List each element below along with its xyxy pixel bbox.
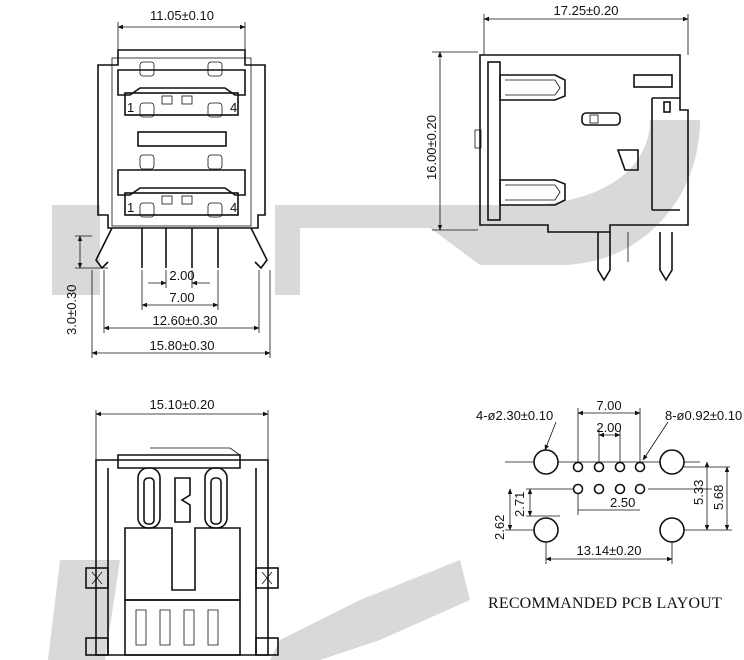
watermark-logo	[48, 120, 700, 660]
pcb-dim-row-offset: 2.71	[512, 492, 527, 517]
dim-pin-length: 3.0±0.30	[64, 284, 79, 335]
pcb-dim-outer-pin-span: 7.00	[596, 398, 621, 413]
pcb-dim-total-height: 5.68	[711, 485, 726, 510]
dim-side-depth: 17.25±0.20	[554, 3, 619, 18]
dim-outer-pin-span: 7.00	[169, 290, 194, 305]
dim-front-top-width: 11.05±0.10	[150, 8, 214, 23]
front-view: 11.05±0.10 1 4 1 4	[64, 8, 271, 358]
side-view: 17.25±0.20 16.00±0.20	[424, 3, 689, 282]
pcb-dim-mount-hole-span: 13.14±0.20	[577, 543, 642, 558]
pcb-dim-row-pitch: 2.50	[610, 495, 635, 510]
pcb-layout-caption: RECOMMANDED PCB LAYOUT	[488, 595, 722, 612]
dim-bottom-width: 15.10±0.20	[150, 397, 215, 412]
dim-pin-pitch: 2.00	[169, 268, 194, 283]
pin-label-lower-last: 4	[230, 200, 237, 215]
dim-overall-width: 15.80±0.30	[150, 338, 215, 353]
pcb-layout: 4-ø2.30±0.10 8-ø0.92±0.10 7.00 2.00	[476, 398, 742, 612]
bottom-view: 15.10±0.20	[85, 397, 279, 656]
pin-label-upper-first: 1	[127, 100, 134, 115]
pcb-dim-mount-hole-pitch: 5.33	[691, 480, 706, 505]
pcb-dim-hole-offset: 2.62	[492, 515, 507, 540]
pin-label-lower-first: 1	[127, 200, 134, 215]
pcb-dim-pin-pitch: 2.00	[596, 420, 621, 435]
pcb-pin-hole-label: 8-ø0.92±0.10	[665, 408, 742, 423]
dim-side-height: 16.00±0.20	[424, 115, 439, 180]
pcb-mount-hole-label: 4-ø2.30±0.10	[476, 408, 553, 423]
dim-peg-span: 12.60±0.30	[153, 313, 218, 328]
pin-label-upper-last: 4	[230, 100, 237, 115]
